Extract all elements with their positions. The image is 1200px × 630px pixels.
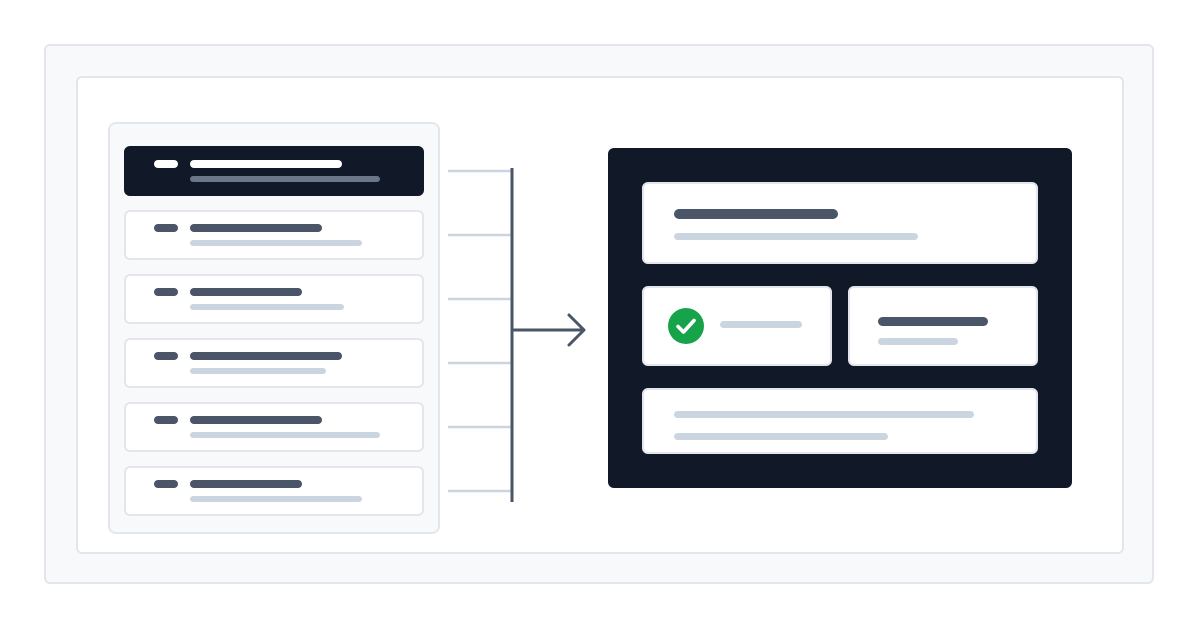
detail-card xyxy=(848,286,1038,366)
list-item-subtitle-placeholder xyxy=(190,304,344,310)
list-item-title-placeholder xyxy=(190,416,322,424)
detail-title-placeholder xyxy=(878,317,988,326)
arrow-right-icon xyxy=(567,313,586,347)
list-item-tag xyxy=(154,288,178,296)
list-item[interactable] xyxy=(124,210,424,260)
list-item-subtitle-placeholder xyxy=(190,176,380,182)
list-item-title-placeholder xyxy=(190,352,342,360)
list-item-subtitle-placeholder xyxy=(190,432,380,438)
status-label-placeholder xyxy=(720,321,802,328)
list-item-title-placeholder xyxy=(190,224,322,232)
header-card xyxy=(642,182,1038,264)
list-item-subtitle-placeholder xyxy=(190,368,326,374)
list-item[interactable] xyxy=(124,274,424,324)
list-item-subtitle-placeholder xyxy=(190,496,362,502)
status-card xyxy=(642,286,832,366)
list-item[interactable] xyxy=(124,466,424,516)
list-item-title-placeholder xyxy=(190,160,342,168)
list-item-tag xyxy=(154,480,178,488)
list-item-title-placeholder xyxy=(190,480,302,488)
list-item-tag xyxy=(154,352,178,360)
list-item-tag xyxy=(154,224,178,232)
footer-card xyxy=(642,388,1038,454)
list-item[interactable] xyxy=(124,338,424,388)
list-item-tag xyxy=(154,416,178,424)
footer-line-placeholder xyxy=(674,433,888,440)
list-item-title-placeholder xyxy=(190,288,302,296)
list-item-tag xyxy=(154,160,178,168)
list-item-subtitle-placeholder xyxy=(190,240,362,246)
row-connectors xyxy=(448,169,512,493)
list-item-selected[interactable] xyxy=(124,146,424,196)
footer-line-placeholder xyxy=(674,411,974,418)
header-subtitle-placeholder xyxy=(674,233,918,240)
header-title-placeholder xyxy=(674,209,838,219)
detail-subtitle-placeholder xyxy=(878,338,958,345)
list-item[interactable] xyxy=(124,402,424,452)
check-circle-icon xyxy=(668,308,704,344)
